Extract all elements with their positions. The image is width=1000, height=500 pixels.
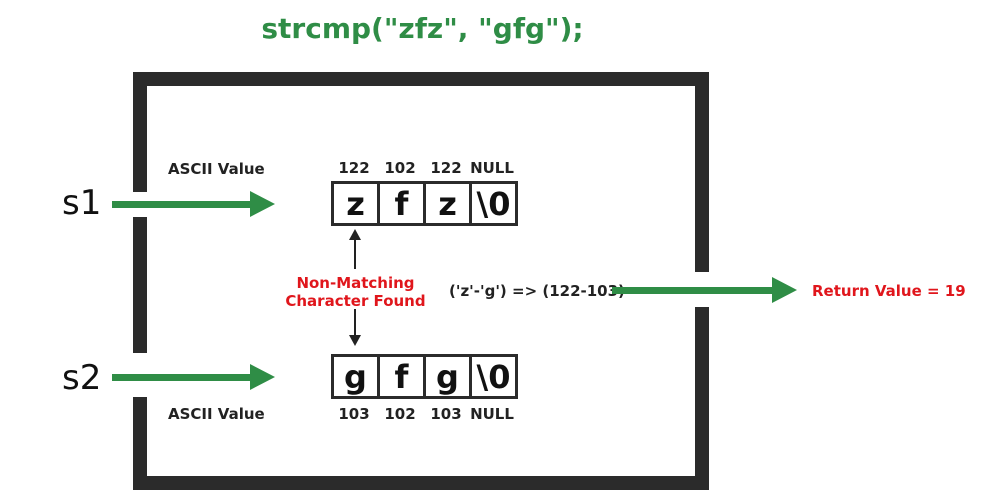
mismatch-label: Non-Matching Character Found xyxy=(278,274,433,310)
return-arrow-head xyxy=(772,277,797,303)
box-right-wall xyxy=(695,72,709,272)
box-top-wall xyxy=(133,72,709,86)
box-bottom-wall xyxy=(133,476,709,490)
box-left-wall xyxy=(133,72,147,192)
ascii-value: NULL xyxy=(470,159,514,177)
ascii-value: 103 xyxy=(338,405,370,423)
function-call-title: strcmp("zfz", "gfg"); xyxy=(261,12,584,45)
s1-char-array: z f z \0 xyxy=(331,181,518,226)
s2-label: s2 xyxy=(62,358,102,398)
ascii-value: 102 xyxy=(384,159,416,177)
return-value-label: Return Value = 19 xyxy=(812,282,966,300)
mismatch-connector-bottom xyxy=(354,309,356,337)
char-cell: \0 xyxy=(469,354,518,399)
mismatch-connector-top xyxy=(354,238,356,269)
s2-char-array: g f g \0 xyxy=(331,354,518,399)
s1-arrow-head xyxy=(250,191,275,217)
char-cell: z xyxy=(423,181,472,226)
box-left-wall xyxy=(133,397,147,490)
s2-ascii-values: 103 102 103 NULL xyxy=(331,405,515,423)
ascii-value: NULL xyxy=(470,405,514,423)
arrow-down-head xyxy=(349,335,361,346)
s2-arrow-line xyxy=(112,374,250,381)
calculation-text: ('z'-'g') => (122-103) xyxy=(449,282,625,300)
s2-arrow-head xyxy=(250,364,275,390)
char-cell: \0 xyxy=(469,181,518,226)
ascii-value: 122 xyxy=(338,159,370,177)
mismatch-label-line1: Non-Matching xyxy=(296,274,415,292)
s1-ascii-label: ASCII Value xyxy=(168,160,265,178)
char-cell: z xyxy=(331,181,380,226)
return-arrow-line xyxy=(612,287,772,294)
ascii-value: 102 xyxy=(384,405,416,423)
s1-label: s1 xyxy=(62,183,102,223)
char-cell: f xyxy=(377,181,426,226)
s2-ascii-label: ASCII Value xyxy=(168,405,265,423)
mismatch-label-line2: Character Found xyxy=(285,292,426,310)
ascii-value: 122 xyxy=(430,159,462,177)
s1-arrow-line xyxy=(112,201,250,208)
ascii-value: 103 xyxy=(430,405,462,423)
arrow-up-head xyxy=(349,229,361,240)
s1-ascii-values: 122 102 122 NULL xyxy=(331,159,515,177)
char-cell: g xyxy=(423,354,472,399)
char-cell: g xyxy=(331,354,380,399)
char-cell: f xyxy=(377,354,426,399)
box-left-wall xyxy=(133,217,147,353)
box-right-wall xyxy=(695,307,709,490)
